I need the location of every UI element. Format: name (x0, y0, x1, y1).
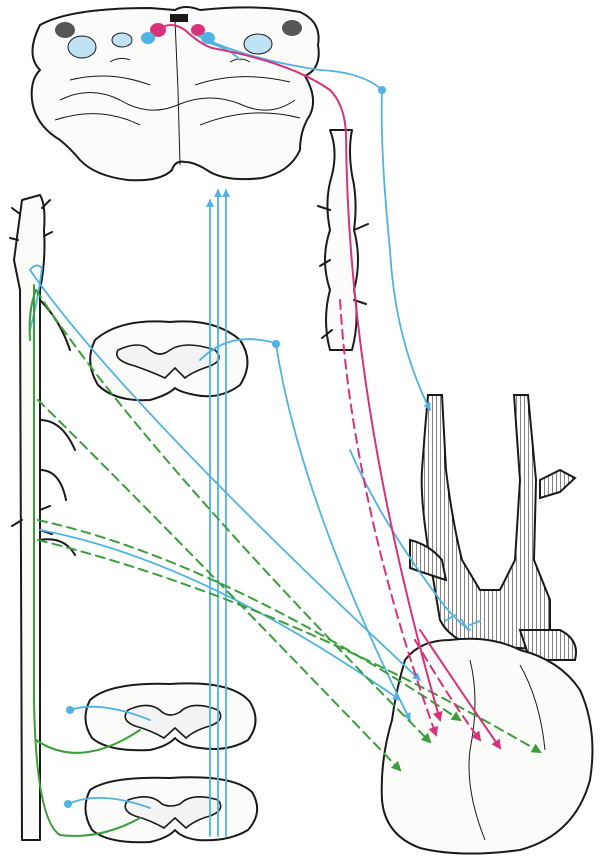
afferent-fibers (29, 35, 481, 837)
parasympathetic-fibers (157, 24, 502, 750)
sympathetic-fibers (28, 284, 542, 837)
vagus-nerve (317, 129, 369, 351)
cervical-spinal-cord-section (89, 320, 249, 402)
lower-thoracic-spinal-cord-section (84, 776, 259, 844)
medulla-oblongata-section (30, 6, 320, 182)
upper-thoracic-spinal-cord-section (84, 682, 257, 752)
heart (380, 637, 594, 855)
